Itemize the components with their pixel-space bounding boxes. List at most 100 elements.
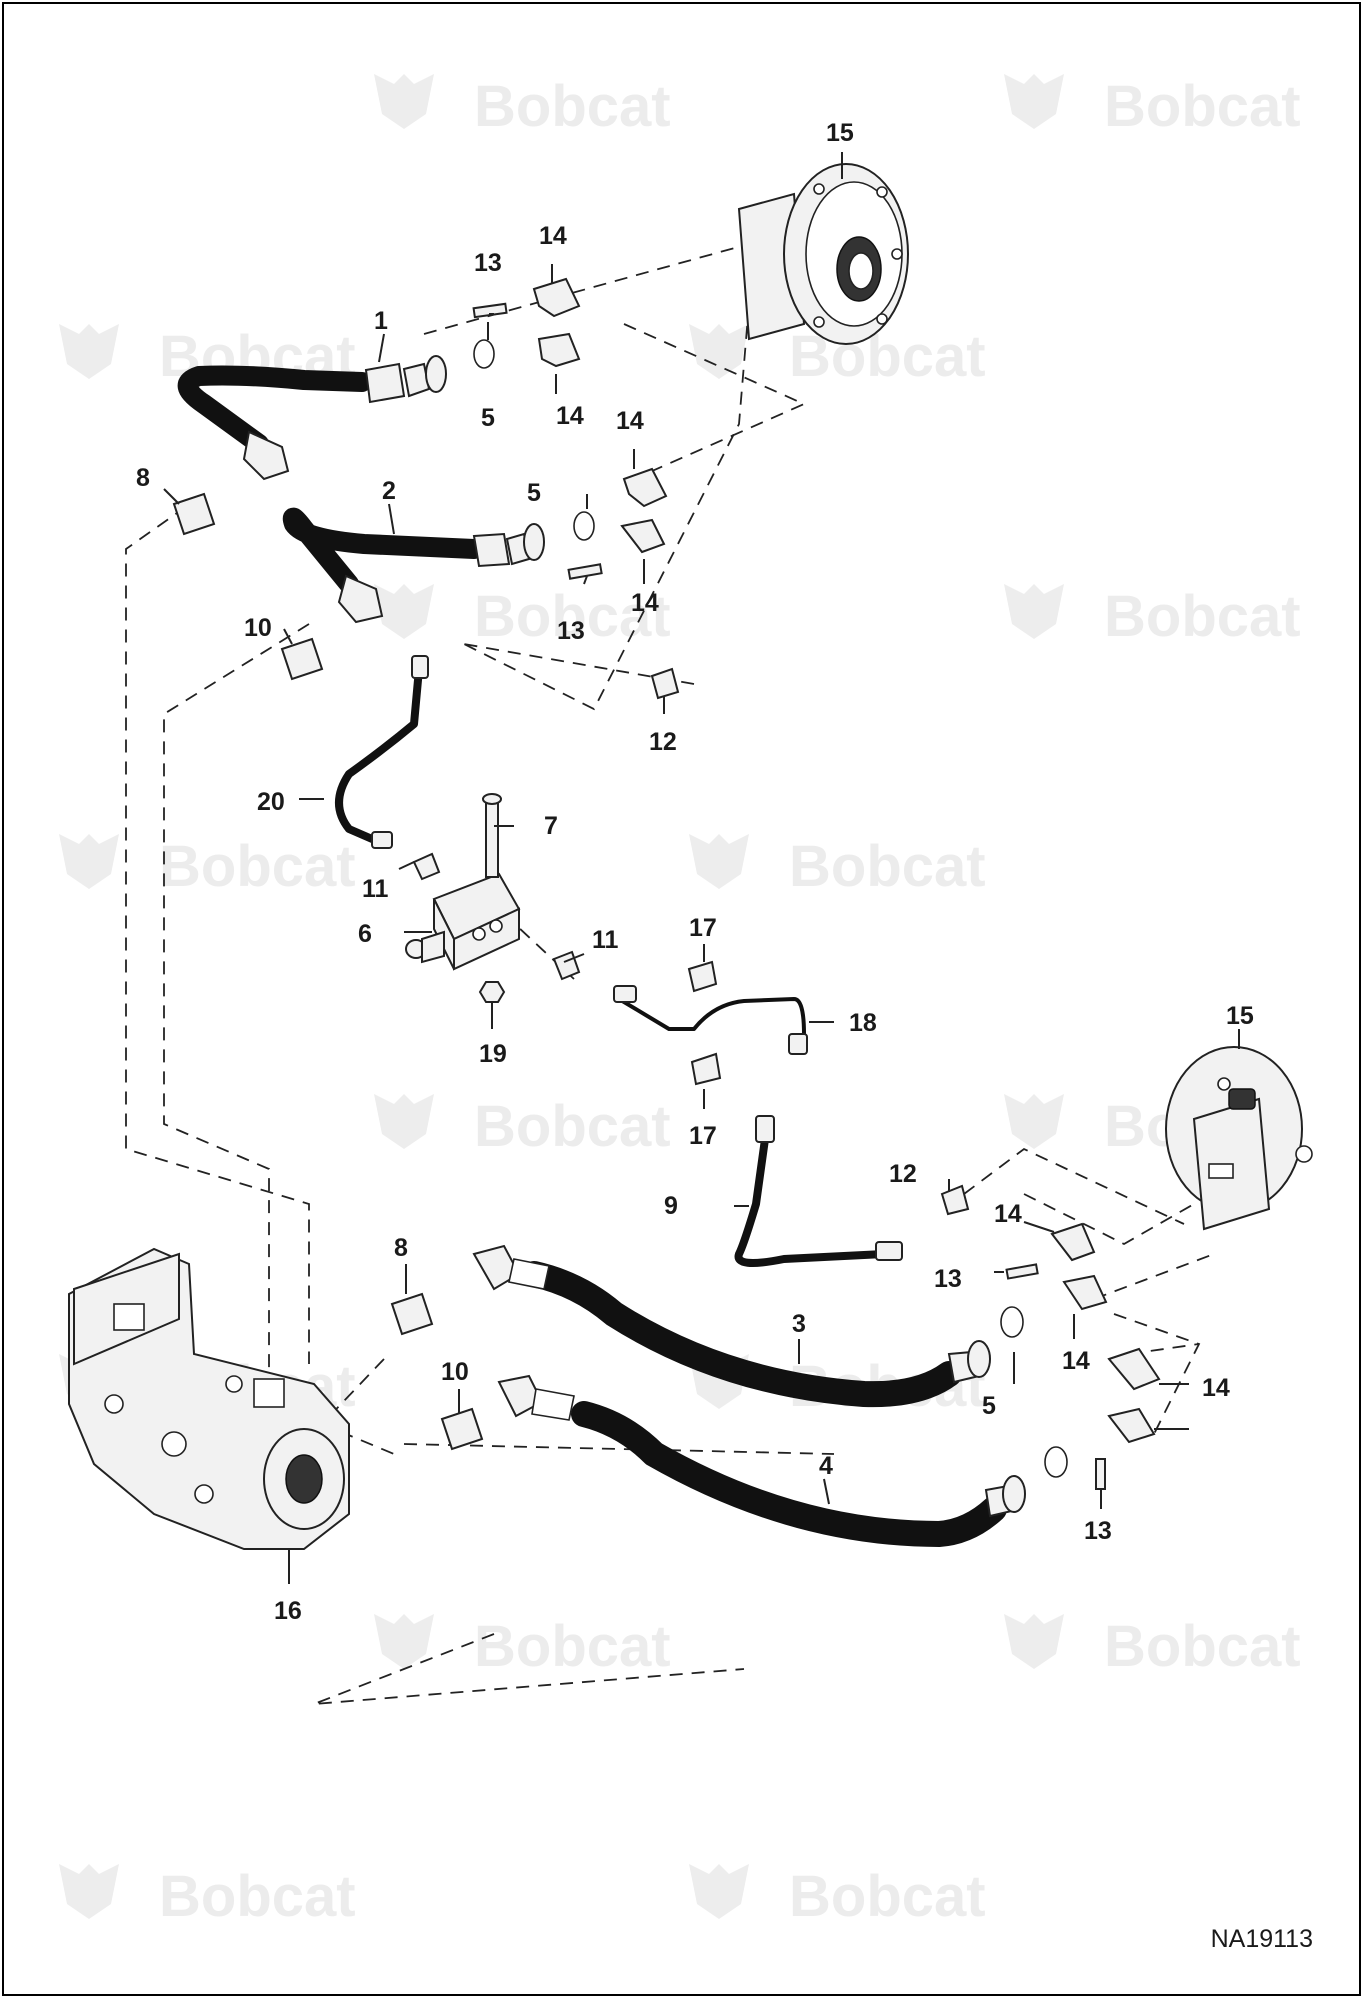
fitting-8-upper: [172, 492, 216, 536]
watermark-logo-icon: [689, 834, 749, 889]
callout-19: 19: [479, 1040, 507, 1068]
watermark-logo-icon: [59, 834, 119, 889]
watermark-logo-icon: [1004, 1094, 1064, 1149]
clamp-17-lower: [690, 1052, 722, 1086]
hose-9: [734, 1115, 903, 1267]
watermark-text: Bobcat: [1104, 74, 1301, 139]
callout-5-lower: 5: [982, 1392, 996, 1420]
callout-9: 9: [664, 1192, 678, 1220]
callout-5-upper: 5: [481, 404, 495, 432]
watermark-logo-icon: [689, 324, 749, 379]
callout-17-lower: 17: [689, 1122, 717, 1150]
callout-1: 1: [374, 307, 388, 335]
watermark-logo-icon: [59, 1864, 119, 1919]
bolt-13-lower-a: [1005, 1263, 1039, 1280]
watermark-text: Bobcat: [1104, 584, 1301, 649]
callout-5-middle: 5: [527, 479, 541, 507]
hose-1: [177, 355, 447, 481]
watermark-logo-icon: [374, 1614, 434, 1669]
callout-14-a: 14: [539, 222, 567, 250]
callout-11-lower: 11: [592, 926, 619, 954]
o-ring-5-middle: [573, 511, 595, 541]
fitting-10-upper: [280, 637, 324, 681]
watermark-text: Bobcat: [474, 1094, 671, 1159]
callout-2: 2: [382, 477, 396, 505]
bolt-13-middle: [567, 563, 603, 580]
o-ring-5-lower-a: [1000, 1306, 1024, 1338]
flange-clamp-14-g: [1107, 1347, 1161, 1391]
callout-6: 6: [358, 920, 372, 948]
hydraulic-parts-diagram: Bobcat Bobcat Bobcat Bobcat Bobcat Bobca…: [59, 74, 1313, 1929]
callout-20: 20: [257, 788, 285, 816]
callout-13-upper: 13: [474, 249, 502, 277]
callout-8-upper: 8: [136, 464, 150, 492]
figure-id-label: NA19113: [1210, 1925, 1313, 1953]
watermark-logo-icon: [1004, 74, 1064, 129]
manifold-block-6: [405, 872, 521, 971]
watermark-text: Bobcat: [159, 834, 356, 899]
watermark-logo-icon: [374, 74, 434, 129]
callout-13-lower-b: 13: [1084, 1517, 1112, 1545]
hose-20: [335, 655, 429, 849]
callout-10-upper: 10: [244, 614, 272, 642]
flange-clamp-14-f: [1062, 1274, 1108, 1311]
callout-16: 16: [274, 1597, 302, 1625]
callout-18: 18: [849, 1009, 877, 1037]
watermark-text: Bobcat: [474, 584, 671, 649]
watermark-layer: Bobcat Bobcat Bobcat Bobcat Bobcat Bobca…: [59, 74, 1301, 1929]
hose-3: [472, 1244, 991, 1408]
callout-14-f: 14: [1062, 1347, 1090, 1375]
watermark-text: Bobcat: [474, 1614, 671, 1679]
drive-motor-right: [1165, 1046, 1313, 1231]
callout-15-right: 15: [1226, 1002, 1254, 1030]
callout-15-top: 15: [826, 119, 854, 147]
callout-12-lower: 12: [889, 1160, 917, 1188]
fitting-12-upper: [650, 667, 680, 700]
watermark-text: Bobcat: [474, 74, 671, 139]
callout-17-upper: 17: [689, 914, 717, 942]
bolt-13-lower-b: [1095, 1458, 1106, 1490]
drive-motor-top: [737, 163, 909, 345]
watermark-text: Bobcat: [789, 1864, 986, 1929]
callout-13-lower-a: 13: [934, 1265, 962, 1293]
watermark-text: Bobcat: [159, 1864, 356, 1929]
flange-clamp-14-c: [622, 467, 668, 508]
callout-8-lower: 8: [394, 1234, 408, 1262]
hose-4: [497, 1374, 1026, 1547]
callout-12-upper: 12: [649, 728, 677, 756]
flange-clamp-14-a: [532, 277, 581, 318]
callout-14-g: 14: [1202, 1374, 1230, 1402]
bolt-13-upper: [472, 302, 508, 319]
fitting-11-upper: [412, 852, 441, 881]
watermark-logo-icon: [374, 1094, 434, 1149]
callout-11-upper: 11: [362, 875, 389, 903]
callout-13-middle: 13: [557, 617, 585, 645]
watermark-logo-icon: [374, 584, 434, 639]
watermark-logo-icon: [1004, 584, 1064, 639]
clamp-17-upper: [687, 960, 718, 993]
callout-14-d: 14: [631, 589, 659, 617]
callout-14-b: 14: [556, 402, 584, 430]
watermark-text: Bobcat: [1104, 1614, 1301, 1679]
watermark-logo-icon: [59, 324, 119, 379]
callout-3: 3: [792, 1310, 806, 1338]
fitting-8-lower: [390, 1292, 434, 1336]
bolt-7: [482, 793, 502, 878]
hose-2: [282, 507, 545, 624]
hydrostatic-pump: [68, 1247, 350, 1550]
watermark-logo-icon: [689, 1864, 749, 1919]
callout-4: 4: [819, 1452, 833, 1480]
fitting-10-lower: [440, 1407, 484, 1451]
watermark-text: Bobcat: [789, 834, 986, 899]
fitting-11-lower: [552, 950, 581, 981]
flange-clamp-14-e: [1050, 1222, 1096, 1262]
nut-19: [478, 981, 506, 1003]
callout-14-c: 14: [616, 407, 644, 435]
callout-7: 7: [544, 812, 558, 840]
watermark-logo-icon: [1004, 1614, 1064, 1669]
callout-10-lower: 10: [441, 1358, 469, 1386]
o-ring-5-lower-b: [1044, 1446, 1068, 1478]
o-ring-5-upper: [473, 339, 495, 369]
flange-clamp-14-b: [537, 332, 581, 368]
